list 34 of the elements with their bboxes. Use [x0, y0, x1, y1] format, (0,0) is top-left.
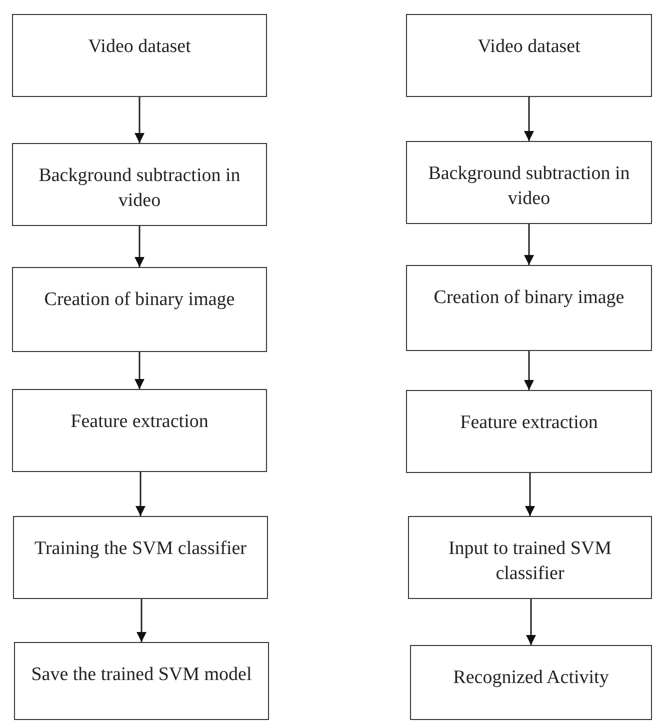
arrow [136, 472, 146, 516]
box-label: Input to trained SVM classifier [447, 537, 613, 586]
arrow [134, 97, 144, 143]
box-label: Recognized Activity [453, 666, 609, 690]
box-label: Background subtraction in video [38, 164, 242, 213]
process-box [406, 141, 652, 224]
arrow [525, 473, 535, 516]
box-label: Feature extraction [460, 411, 598, 435]
arrow [524, 351, 534, 390]
process-box [408, 516, 652, 599]
process-box [14, 642, 269, 720]
box-label: Creation of binary image [44, 288, 235, 312]
process-box [12, 143, 267, 226]
box-label: Save the trained SVM model [31, 663, 252, 687]
process-box [406, 265, 652, 351]
arrow [524, 224, 534, 265]
arrow [524, 97, 534, 141]
process-box [12, 14, 267, 97]
process-box [13, 516, 268, 599]
arrow [136, 599, 146, 642]
process-box [410, 645, 652, 720]
box-label: Training the SVM classifier [34, 537, 246, 561]
process-box [12, 389, 267, 472]
process-box [406, 14, 652, 97]
arrow [526, 599, 536, 645]
box-label: Video dataset [88, 35, 191, 59]
box-label: Video dataset [478, 35, 580, 59]
box-label: Creation of binary image [434, 286, 624, 310]
arrow [134, 226, 144, 267]
process-box [406, 390, 652, 473]
box-label: Background subtraction in video [427, 162, 631, 211]
arrow [134, 352, 144, 389]
box-label: Feature extraction [70, 410, 208, 434]
process-box [12, 267, 267, 352]
